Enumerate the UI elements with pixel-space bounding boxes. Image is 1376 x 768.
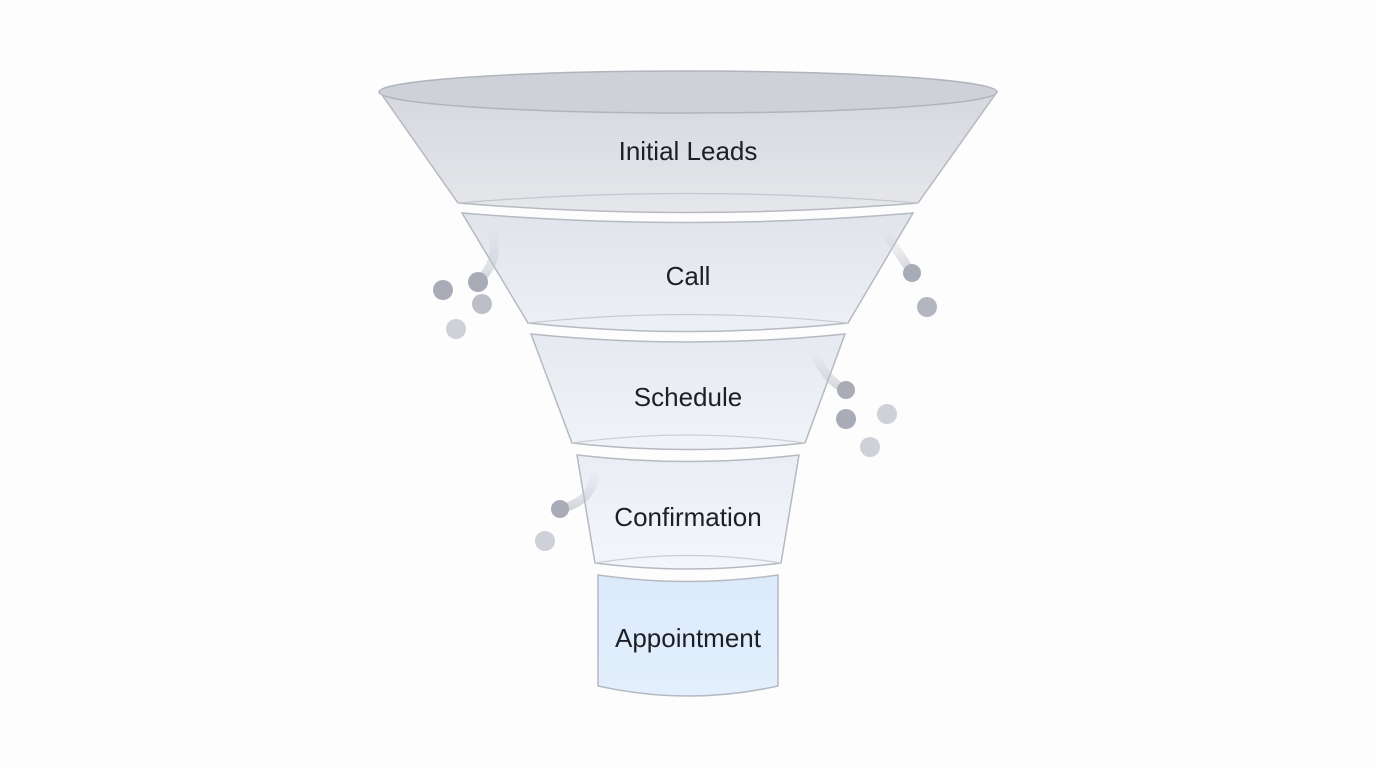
funnel-stage-appointment: Appointment — [597, 574, 779, 697]
stage-label-appointment: Appointment — [615, 623, 762, 653]
stage-body — [576, 454, 800, 570]
stage-body — [597, 574, 779, 697]
stage-body — [460, 212, 915, 333]
drop-icon — [860, 437, 880, 457]
drop-icon — [836, 409, 856, 429]
funnel-stage-call: Call — [460, 212, 915, 333]
funnel-stage-confirmation: Confirmation — [576, 454, 800, 570]
drop-icon — [917, 297, 937, 317]
stage-label-call: Call — [666, 261, 711, 291]
drop-icon — [837, 381, 855, 399]
stage-bottom-rim — [457, 192, 919, 204]
funnel-stage-initial-leads: Initial Leads — [378, 70, 999, 214]
drop-icon — [472, 294, 492, 314]
drop-icon — [468, 272, 488, 292]
stage-label-initial-leads: Initial Leads — [619, 136, 758, 166]
stage-label-confirmation: Confirmation — [614, 502, 761, 532]
drop-icon — [551, 500, 569, 518]
stage-bottom-rim — [527, 313, 849, 324]
drop-icon — [903, 264, 921, 282]
funnel-rim — [378, 70, 998, 114]
drop-icon — [535, 531, 555, 551]
leaking-drops — [433, 220, 937, 551]
stage-bottom-rim — [571, 434, 806, 444]
drop-icon — [877, 404, 897, 424]
stage-body — [529, 333, 847, 451]
drop-icon — [433, 280, 453, 300]
drop-icon — [446, 319, 466, 339]
stage-label-schedule: Schedule — [634, 382, 742, 412]
stage-body — [378, 91, 999, 214]
funnel-stage-schedule: Schedule — [529, 333, 847, 451]
stage-bottom-rim — [594, 554, 782, 564]
